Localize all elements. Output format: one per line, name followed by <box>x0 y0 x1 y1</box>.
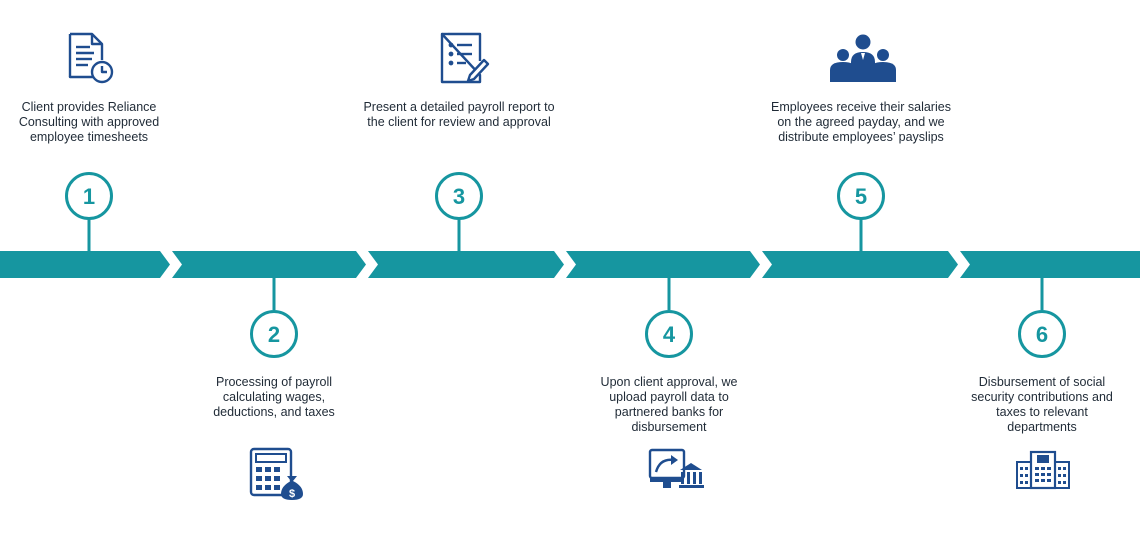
step-circle-2 <box>250 310 298 358</box>
people-group-icon <box>830 34 896 82</box>
step-6-description: Disbursement of social security contribu… <box>971 375 1113 434</box>
band-segment-6 <box>960 251 1140 278</box>
step-circle-1 <box>65 172 113 220</box>
svg-text:$: $ <box>289 488 295 500</box>
band-segment-4 <box>566 251 760 278</box>
step-4-description: Upon client approval, we upload payroll … <box>600 375 738 434</box>
step-3-description: Present a detailed payroll report to the… <box>363 100 555 129</box>
band-segment-1 <box>0 251 170 278</box>
computer-bank-icon <box>648 448 704 488</box>
step-number-2: 2 <box>268 322 280 347</box>
step-circle-6 <box>1018 310 1066 358</box>
step-circle-5 <box>837 172 885 220</box>
document-clock-icon <box>68 32 114 84</box>
office-building-icon <box>1016 450 1070 490</box>
band-segment-2 <box>172 251 366 278</box>
band-segment-5 <box>762 251 958 278</box>
report-pencil-icon <box>440 32 490 84</box>
timeline-band <box>0 251 1140 278</box>
step-5-description: Employees receive their salaries on the … <box>771 100 951 144</box>
step-circle-3 <box>435 172 483 220</box>
step-number-6: 6 <box>1036 322 1048 347</box>
step-2-description: Processing of payroll calculating wages,… <box>213 375 335 419</box>
step-number-5: 5 <box>855 184 867 209</box>
calculator-money-icon: $ <box>249 447 303 500</box>
step-number-1: 1 <box>83 184 95 209</box>
step-number-4: 4 <box>663 322 676 347</box>
step-circle-4 <box>645 310 693 358</box>
connectors <box>87 219 1044 310</box>
step-1-description: Client provides Reliance Consulting with… <box>18 100 160 144</box>
band-segment-3 <box>368 251 564 278</box>
step-number-3: 3 <box>453 184 465 209</box>
